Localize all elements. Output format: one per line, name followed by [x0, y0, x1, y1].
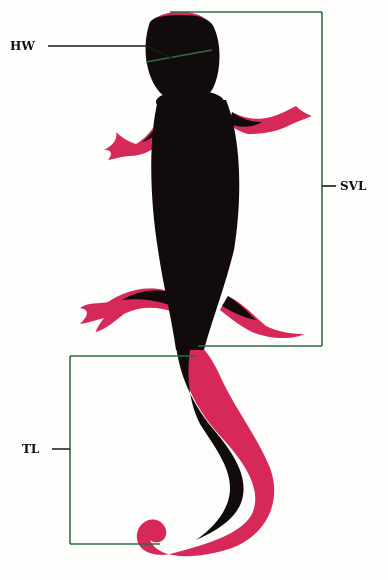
tl-measurement-bracket — [70, 356, 196, 544]
tail-underside — [137, 346, 274, 556]
label-hw: HW — [10, 39, 35, 53]
salamander-tail — [137, 346, 274, 556]
head — [146, 13, 220, 102]
label-svl: SVL — [340, 179, 367, 193]
neck — [156, 90, 224, 114]
label-tl: TL — [22, 442, 40, 456]
